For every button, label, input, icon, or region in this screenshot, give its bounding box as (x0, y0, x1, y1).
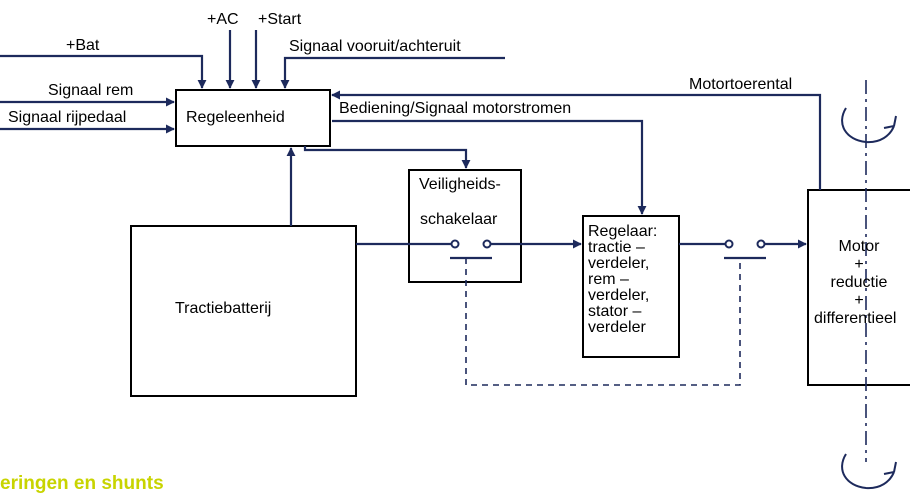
vooruit-line (280, 56, 505, 89)
regelaar-line: stator – (588, 303, 642, 320)
regelaar-text: Regelaar: tractie – verdeler, rem – verd… (588, 224, 678, 336)
motor-line: reductie (830, 274, 888, 291)
switch-contact-icon (756, 239, 766, 249)
regeleenheid-label: Regeleenheid (186, 109, 285, 126)
regelaar-line: verdeler, (588, 255, 650, 272)
signaal-rem-label: Signaal rem (48, 82, 134, 99)
dashed-linkage (465, 258, 741, 386)
motor-line: differentieel (814, 310, 897, 327)
regelaar-line: tractie – (588, 239, 645, 256)
vooruit-achteruit-label: Signaal vooruit/achteruit (289, 38, 461, 55)
bat-line (0, 54, 207, 89)
section-heading-fragment: eringen en shunts (0, 473, 164, 494)
start-label: +Start (258, 11, 302, 28)
ac-label: +AC (207, 11, 239, 28)
motor-line: + (854, 292, 864, 309)
tractiebatterij-label: Tractiebatterij (175, 300, 272, 317)
regel-to-veiligheid-line (303, 146, 471, 169)
veiligheids-label-1: Veiligheids- (419, 176, 501, 193)
motor-box (807, 189, 910, 386)
switch-contact-icon (724, 239, 734, 249)
motor-text: Motor + reductie + differentieel (808, 238, 910, 328)
regelaar-line: Regelaar: (588, 223, 658, 240)
regelaar-line: rem – (588, 271, 629, 288)
regeleenheid-box (175, 89, 331, 147)
bat-label: +Bat (66, 37, 100, 54)
veiligheidsschakelaar-box (408, 169, 522, 283)
switch-contact-icon (482, 239, 492, 249)
bediening-line (332, 119, 647, 215)
regelaar-box (582, 215, 680, 358)
regelaar-line: verdeler, (588, 287, 650, 304)
switch-contact-icon (450, 239, 460, 249)
tractiebatterij-box (130, 225, 357, 397)
motor-line: Motor (838, 238, 880, 255)
motortoerental-label: Motortoerental (689, 76, 793, 93)
rotation-arrow-icon (841, 107, 897, 144)
motortoerental-line (331, 90, 822, 190)
veiligheids-label-2: schakelaar (420, 211, 498, 228)
bediening-label: Bediening/Signaal motorstromen (339, 100, 572, 117)
rotation-arrow-icon (841, 453, 897, 490)
regelaar-line: verdeler (588, 319, 646, 336)
motor-line: + (854, 256, 864, 273)
signaal-rijpedaal-label: Signaal rijpedaal (8, 109, 127, 126)
